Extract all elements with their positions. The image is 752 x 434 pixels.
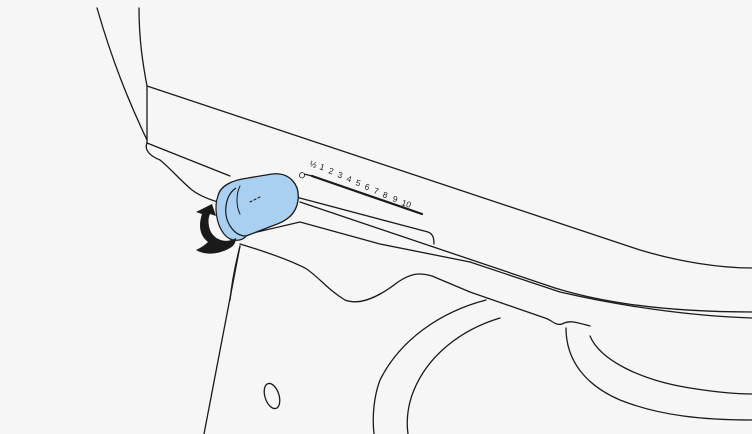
speed-label-7: 6: [363, 181, 371, 192]
speed-lever-grip-marks: [249, 196, 261, 203]
speed-lever-end-cap: [215, 187, 247, 241]
speed-label-4: 3: [336, 169, 344, 180]
speed-label-8: 7: [372, 185, 380, 196]
head-band-top: [146, 85, 752, 269]
rotate-arrow-icon: [196, 204, 236, 254]
head-band-bottom: [146, 142, 231, 177]
bowl-right-body: [565, 327, 752, 421]
speed-label-3: 2: [327, 165, 335, 176]
speed-label-1: ½: [308, 158, 318, 170]
motor-head-back: [138, 7, 148, 87]
base-lip: [239, 243, 591, 327]
rotate-arrow-shape: [196, 204, 236, 254]
speed-label-5: 4: [345, 173, 353, 184]
speed-lever[interactable]: [215, 173, 299, 241]
speed-label-9: 8: [381, 189, 389, 200]
stand-column-left: [203, 245, 241, 434]
base-top-edge: [145, 142, 223, 204]
bowl-rim-inner: [406, 317, 501, 434]
base-hinge-edge: [239, 221, 752, 319]
speed-label-2: 1: [318, 161, 326, 172]
motor-head-outline: [96, 7, 148, 141]
bowl-right-inner: [589, 335, 752, 395]
control-panel-recess: [295, 196, 435, 245]
speed-label-6: 5: [354, 177, 362, 188]
speed-scale-line: [310, 174, 424, 216]
head-band-bottom-right: [299, 201, 752, 313]
speed-label-0: O: [297, 169, 307, 181]
speed-lever-highlight: [236, 185, 241, 215]
bowl-rim-outer: [372, 299, 487, 434]
speed-scale-line-left: [303, 173, 313, 177]
speed-label-10: 9: [391, 193, 399, 204]
stand-column-right: [229, 245, 241, 301]
stand-bolt-hole: [263, 382, 281, 410]
speed-label-11: 10: [400, 197, 412, 210]
